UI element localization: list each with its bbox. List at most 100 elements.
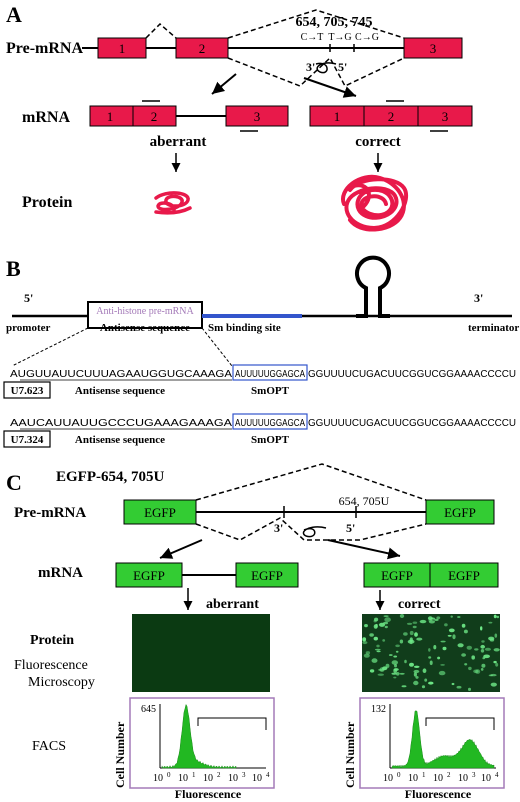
- fluorescent-cell: [429, 660, 433, 666]
- fluorescent-cell: [496, 615, 500, 619]
- fluorescent-cell: [382, 639, 386, 642]
- fluorescent-cell: [456, 685, 462, 689]
- panel-a-premrna-label: Pre-mRNA: [6, 40, 83, 57]
- panel-a-letter: A: [6, 2, 22, 27]
- fluorescent-cell: [428, 656, 432, 659]
- panel-c-arrow-aberrant: [159, 539, 203, 559]
- fluorescent-cell: [393, 668, 399, 671]
- panel-a-aberrant-label: aberrant: [150, 134, 207, 150]
- hist-right-tick-4: 10: [481, 773, 491, 784]
- fluorescent-cell: [379, 667, 385, 672]
- fluorescent-cell: [374, 648, 381, 651]
- panel-a-exon-2-label: 2: [199, 41, 206, 56]
- panel-a-exon-1-label: 1: [119, 41, 126, 56]
- panel-c-construct: EGFP-654, 705U: [56, 469, 164, 485]
- fluorescent-cell: [424, 678, 428, 682]
- panel-b-seq2-smopt-label: SmOPT: [251, 434, 290, 446]
- panel-c-hist-left-ticks: 10 0 10 1 10 2 10 3 10 4: [153, 771, 270, 784]
- fluorescent-cell: [385, 663, 390, 669]
- panel-a: A Pre-mRNA 1 2 3 654, 705, 745 C→T T→G C…: [6, 2, 473, 232]
- fluorescent-cell: [409, 630, 414, 636]
- fluorescent-cell: [369, 633, 374, 637]
- panel-b-sm-binding-label: Sm binding site: [208, 322, 281, 334]
- panel-a-correct-exon-2-label: 2: [388, 109, 395, 124]
- panel-a-three-prime: 3': [306, 60, 315, 74]
- fluorescent-cell: [412, 621, 418, 624]
- hist-right-tick-exp-4: 4: [495, 771, 499, 779]
- fluorescent-cell: [438, 670, 446, 676]
- fluorescent-cell: [383, 615, 389, 617]
- panel-c-hist-left-ylabel: Cell Number: [113, 721, 127, 788]
- fluorescent-cell: [414, 632, 418, 637]
- hist-right-tick-2: 10: [433, 773, 443, 784]
- fluorescent-cell: [440, 664, 445, 666]
- panel-b-letter: B: [6, 256, 21, 281]
- panel-a-correct-mrna: [309, 105, 473, 127]
- panel-c-aberrant-label: aberrant: [206, 597, 259, 612]
- panel-a-mrna-label: mRNA: [22, 109, 70, 126]
- fluorescent-cell: [395, 644, 400, 648]
- fluorescent-cell: [415, 676, 419, 679]
- panel-c-five-prime: 5': [346, 521, 355, 535]
- panel-a-exon-3: [403, 37, 463, 59]
- panel-c-fluor-micro-line1: Fluorescence: [14, 658, 88, 673]
- panel-c-hist-left-gate: [197, 717, 267, 730]
- fluorescent-cell: [464, 663, 468, 666]
- panel-b-seq1-smopt: AUUUUUGGAGCA: [235, 369, 305, 380]
- fluorescent-cell: [373, 636, 378, 641]
- fluorescent-cell: [384, 617, 391, 623]
- panel-b-promoter: promoter: [6, 322, 51, 334]
- fluorescent-cell: [399, 672, 405, 675]
- panel-a-exon-1: [97, 37, 147, 59]
- panel-b-seq1-antisense: AUGUUAUUCUUUAGAAUGGUGCAAAGA: [10, 369, 232, 380]
- panel-a-splice-1-2: [145, 22, 177, 39]
- panel-c-hist-left-xlabel: Fluorescence: [175, 787, 242, 801]
- fluorescent-cell: [447, 634, 452, 637]
- fluorescent-cell: [377, 673, 384, 676]
- fluorescent-cell: [363, 653, 370, 658]
- fluorescent-cell: [493, 660, 497, 664]
- panel-c-aberrant-egfp-right-label: EGFP: [251, 568, 283, 583]
- fluorescent-cell: [488, 621, 493, 624]
- fluorescent-cell: [409, 662, 414, 667]
- fluorescent-cell: [412, 625, 417, 629]
- panel-b-antisense-box: [87, 301, 203, 329]
- fluorescent-cell: [433, 645, 437, 650]
- fluorescent-cell: [364, 624, 368, 628]
- fluorescent-cell: [473, 669, 479, 674]
- panel-c-hist-right-frame: [359, 697, 505, 789]
- panel-c-aberrant-egfp-left-label: EGFP: [133, 568, 165, 583]
- fluorescent-cell: [393, 676, 397, 679]
- panel-b-three-prime: 3': [474, 291, 483, 305]
- fluorescent-cell: [391, 672, 397, 675]
- fluorescent-cell: [416, 637, 423, 641]
- fluorescent-cell: [394, 664, 397, 668]
- fluorescent-cell: [483, 654, 490, 659]
- fluorescent-cell: [493, 648, 500, 652]
- fluorescent-cell: [490, 682, 497, 687]
- fluorescent-cell: [422, 668, 427, 673]
- fluorescent-cell: [399, 614, 405, 618]
- fluorescent-cell: [474, 648, 479, 651]
- fluorescent-cell: [384, 625, 388, 629]
- hist-left-tick-exp-0: 0: [167, 771, 171, 779]
- fluorescent-cell: [427, 616, 433, 621]
- panel-c-antisense-hairpin: [302, 526, 327, 538]
- panel-c-mutations: 654, 705U: [339, 494, 390, 508]
- panel-b-seq1-name: U7.623: [11, 385, 44, 397]
- fluorescent-cell: [373, 619, 377, 623]
- fluorescent-cell: [452, 634, 456, 640]
- panel-c-hist-left-frame: [129, 697, 275, 789]
- fluorescent-cell: [442, 646, 447, 651]
- panel-a-splice-upper: [227, 9, 405, 39]
- panel-b-seq1-antisense-label: Antisense sequence: [75, 385, 165, 397]
- fluorescent-cell: [428, 648, 431, 652]
- panel-b-seq2-antisense-label: Antisense sequence: [75, 434, 165, 446]
- panel-c-correct-egfp-right-label: EGFP: [448, 568, 480, 583]
- fluorescent-cell: [399, 639, 404, 644]
- panel-a-aberrant-exon-3: [225, 105, 289, 127]
- panel-c-protein-label: Protein: [30, 633, 74, 648]
- fluorescent-cell: [376, 644, 380, 648]
- panel-b-seq1-name-box: [3, 381, 51, 399]
- panel-b-seq2-name-box: [3, 430, 51, 448]
